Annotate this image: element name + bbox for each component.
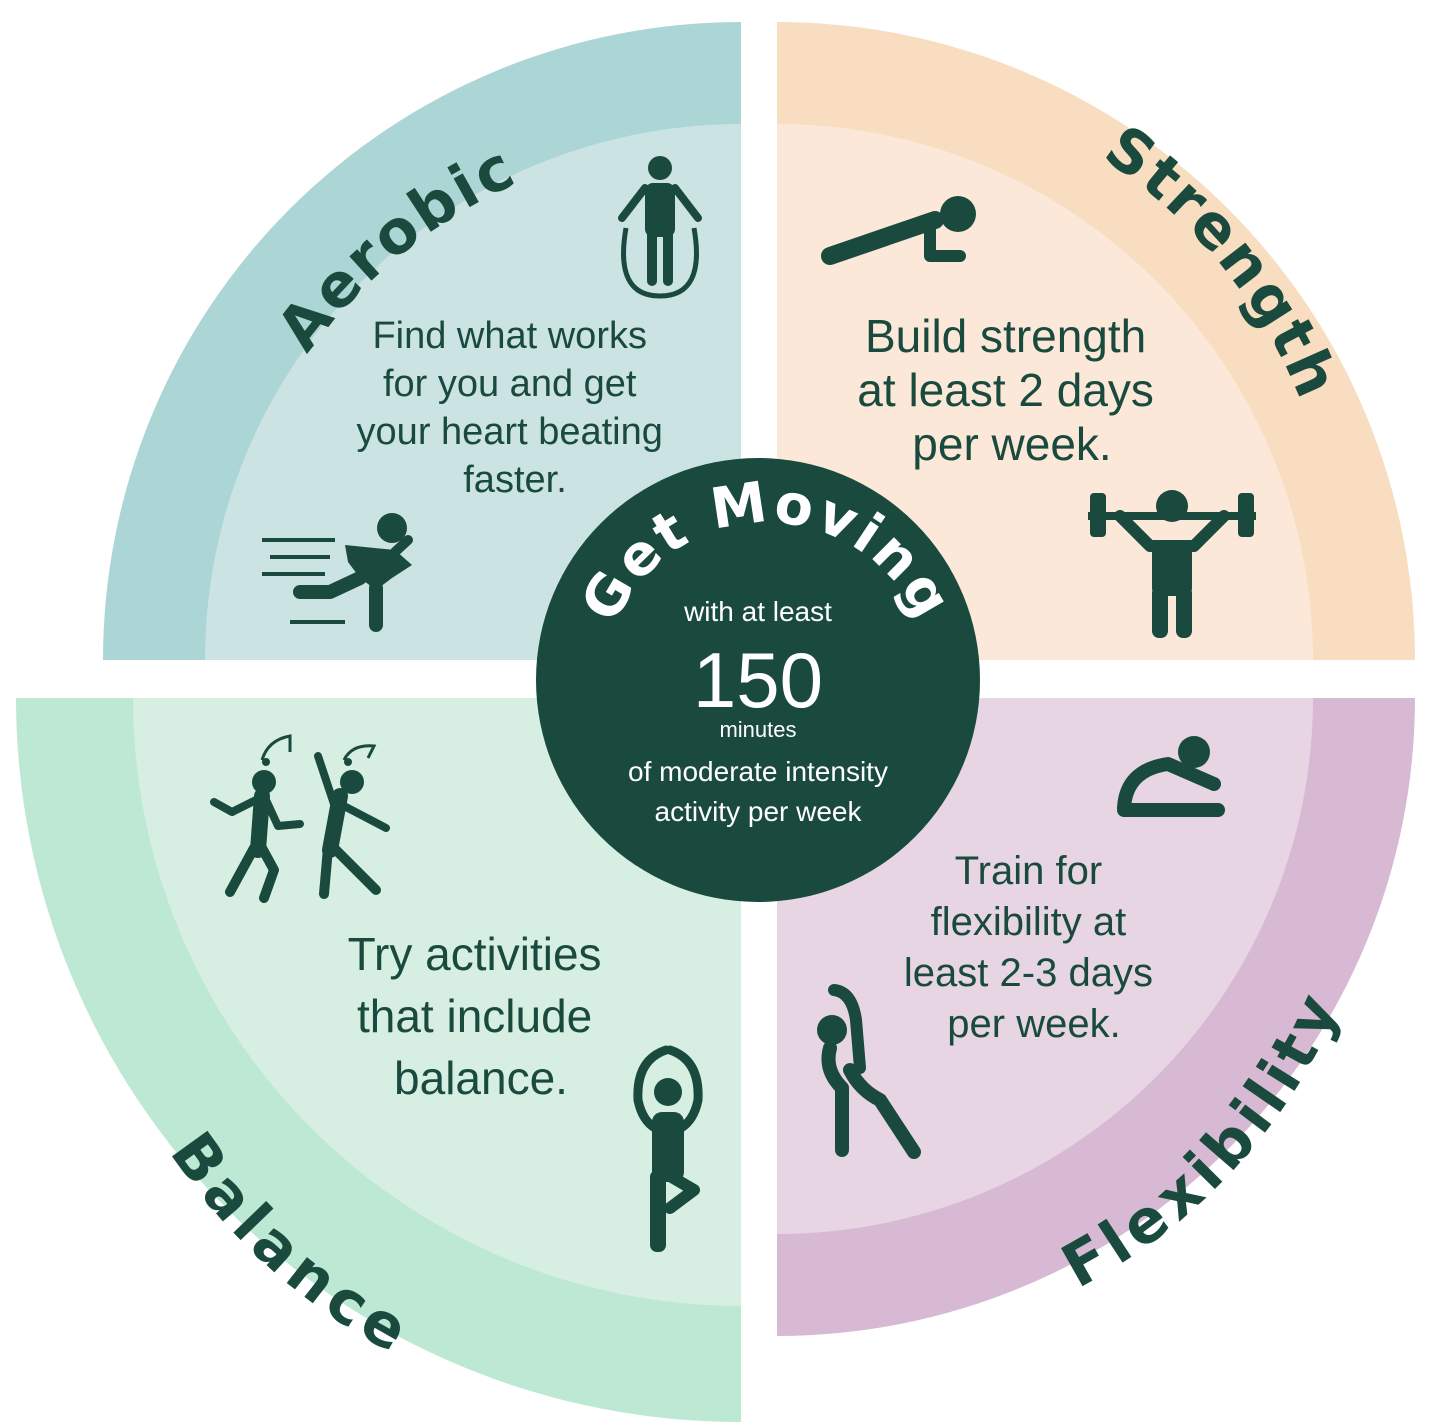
- center-line-1: of moderate intensity: [628, 756, 888, 787]
- weightlifting-icon: [1088, 490, 1256, 638]
- plank-icon: [821, 196, 976, 265]
- center-intro: with at least: [683, 596, 832, 627]
- center-unit: minutes: [719, 717, 796, 742]
- balance-quadrant: [16, 698, 741, 1422]
- aerobic-description: Find what works for you and get your hea…: [357, 315, 674, 501]
- center-circle: [536, 458, 980, 902]
- balance-description: Try activities that include balance.: [348, 928, 615, 1104]
- running-icon: [262, 513, 413, 632]
- side-stretch-icon: [817, 984, 921, 1159]
- tree-pose-icon: [633, 1045, 703, 1252]
- dancing-icon: [210, 734, 390, 903]
- center-badge: Get Moving with at least 150 minutes of …: [536, 458, 980, 902]
- balance-inner-band: [133, 698, 741, 1306]
- center-line-2: activity per week: [655, 796, 863, 827]
- seated-stretch-icon: [1117, 736, 1225, 817]
- center-number: 150: [693, 636, 823, 724]
- flexibility-description: Train for flexibility at least 2-3 days …: [904, 849, 1164, 1046]
- strength-description: Build strength at least 2 days per week.: [857, 310, 1166, 470]
- jump-rope-icon: [618, 156, 702, 299]
